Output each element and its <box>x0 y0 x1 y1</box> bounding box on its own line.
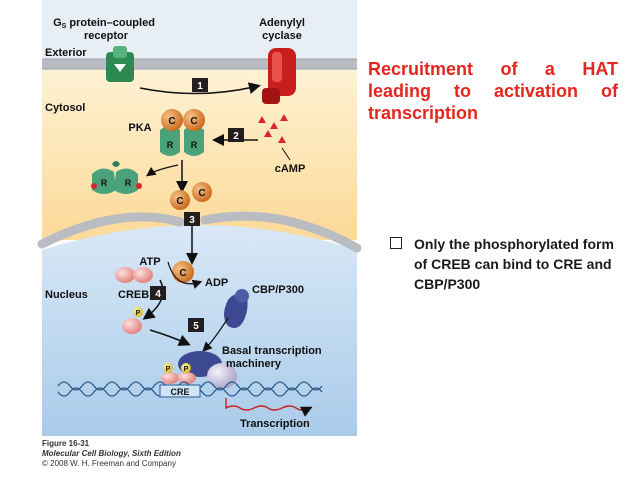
free-c-label-1: C <box>176 196 183 207</box>
nuclear-c-subunit <box>172 261 194 283</box>
free-c-subunit-2 <box>192 182 212 202</box>
step-number-1: 1 <box>197 81 203 92</box>
basal-machinery-label-1: Basal transcription <box>222 345 322 357</box>
transcription-arrow <box>225 398 313 417</box>
r-dimer-label-right: R <box>125 178 132 188</box>
step5-arrow <box>149 329 191 346</box>
step-box-3 <box>184 212 200 226</box>
creb-phospho-label: P <box>136 310 141 317</box>
gs-subscript: S <box>62 23 67 30</box>
creb-label: CREB <box>118 289 149 301</box>
nucleus-label: Nucleus <box>45 289 88 301</box>
complex-phospho-label-2: P <box>184 366 189 373</box>
nuclear-envelope <box>37 212 185 249</box>
step-number-3: 3 <box>189 215 195 226</box>
step-number-5: 5 <box>193 321 199 332</box>
creb-unphosphorylated <box>115 267 153 283</box>
gs-g: G <box>53 17 62 29</box>
cytosol-region <box>42 70 357 240</box>
cbp-arrow <box>202 317 229 352</box>
cytosol-label: Cytosol <box>45 102 85 114</box>
exterior-region <box>42 0 357 70</box>
camp-pointer <box>281 147 291 161</box>
step-number-4: 4 <box>155 289 161 300</box>
pka-holoenzyme <box>160 109 205 156</box>
figure-caption: Figure 16-31 Molecular Cell Biology, Six… <box>42 439 181 469</box>
adenylyl-cyclase <box>262 48 296 104</box>
cre-element <box>159 384 201 398</box>
step-number-2: 2 <box>233 131 239 142</box>
camp-label: cAMP <box>275 163 306 175</box>
atp-adp-arrow <box>167 261 203 289</box>
pka-c-subunit-left <box>161 109 183 131</box>
adp-label: ADP <box>205 277 228 289</box>
caption-copyright: © 2008 W. H. Freeman and Company <box>42 459 176 468</box>
free-c-subunit-1 <box>170 190 190 210</box>
creb-phosphorylated <box>122 307 143 334</box>
pka-c-label-right: C <box>190 116 197 127</box>
r-subunit-arrow <box>146 164 179 177</box>
bullet-text: Only the phosphorylated form of CREB can… <box>414 236 614 292</box>
r-subunit-dimer <box>91 161 142 194</box>
caption-figure-number: Figure 16-31 <box>42 439 90 448</box>
pka-c-subunit-right <box>183 109 205 131</box>
cre-label: CRE <box>170 387 189 397</box>
camp-molecules <box>258 114 288 143</box>
gs-receptor-label-2: receptor <box>84 30 129 42</box>
gs-protein-coupled: protein–coupled <box>66 17 155 29</box>
bullet-item: Only the phosphorylated form of CREB can… <box>390 234 630 294</box>
step-box-2 <box>228 128 244 142</box>
transcription-label: Transcription <box>240 418 310 430</box>
gs-receptor-label: GS protein–coupled <box>53 17 155 30</box>
cbp-label: CBP/P300 <box>252 284 304 296</box>
gs-receptor <box>106 46 134 82</box>
step-box-1 <box>192 78 208 92</box>
step-box-4 <box>150 286 166 300</box>
atp-label: ATP <box>139 256 160 268</box>
r-dimer-label-left: R <box>101 178 108 188</box>
pka-r-label-right: R <box>191 140 198 150</box>
plasma-membrane-edge <box>42 58 357 70</box>
pka-r-label-left: R <box>167 140 174 150</box>
step-box-5 <box>188 318 204 332</box>
complex-phospho-label-1: P <box>166 366 171 373</box>
exterior-label: Exterior <box>45 47 87 59</box>
cbp-p300 <box>224 289 249 328</box>
basal-machinery-label-2: machinery <box>226 358 282 370</box>
checkbox-bullet-icon <box>390 237 402 249</box>
transcription-complex <box>161 351 237 389</box>
pka-label: PKA <box>128 122 151 134</box>
caption-book-title: Molecular Cell Biology, Sixth Edition <box>42 449 181 458</box>
pka-c-label-left: C <box>168 116 175 127</box>
free-c-label-2: C <box>198 188 205 199</box>
adenylyl-cyclase-label-1: Adenylyl <box>259 17 305 29</box>
slide-title: Recruitment of a HAT leading to activati… <box>368 59 618 123</box>
adenylyl-cyclase-label-2: cyclase <box>262 30 302 42</box>
step1-arrow <box>139 82 261 95</box>
nuclear-c-label: C <box>179 268 186 279</box>
nuclear-envelope-right <box>200 211 362 253</box>
